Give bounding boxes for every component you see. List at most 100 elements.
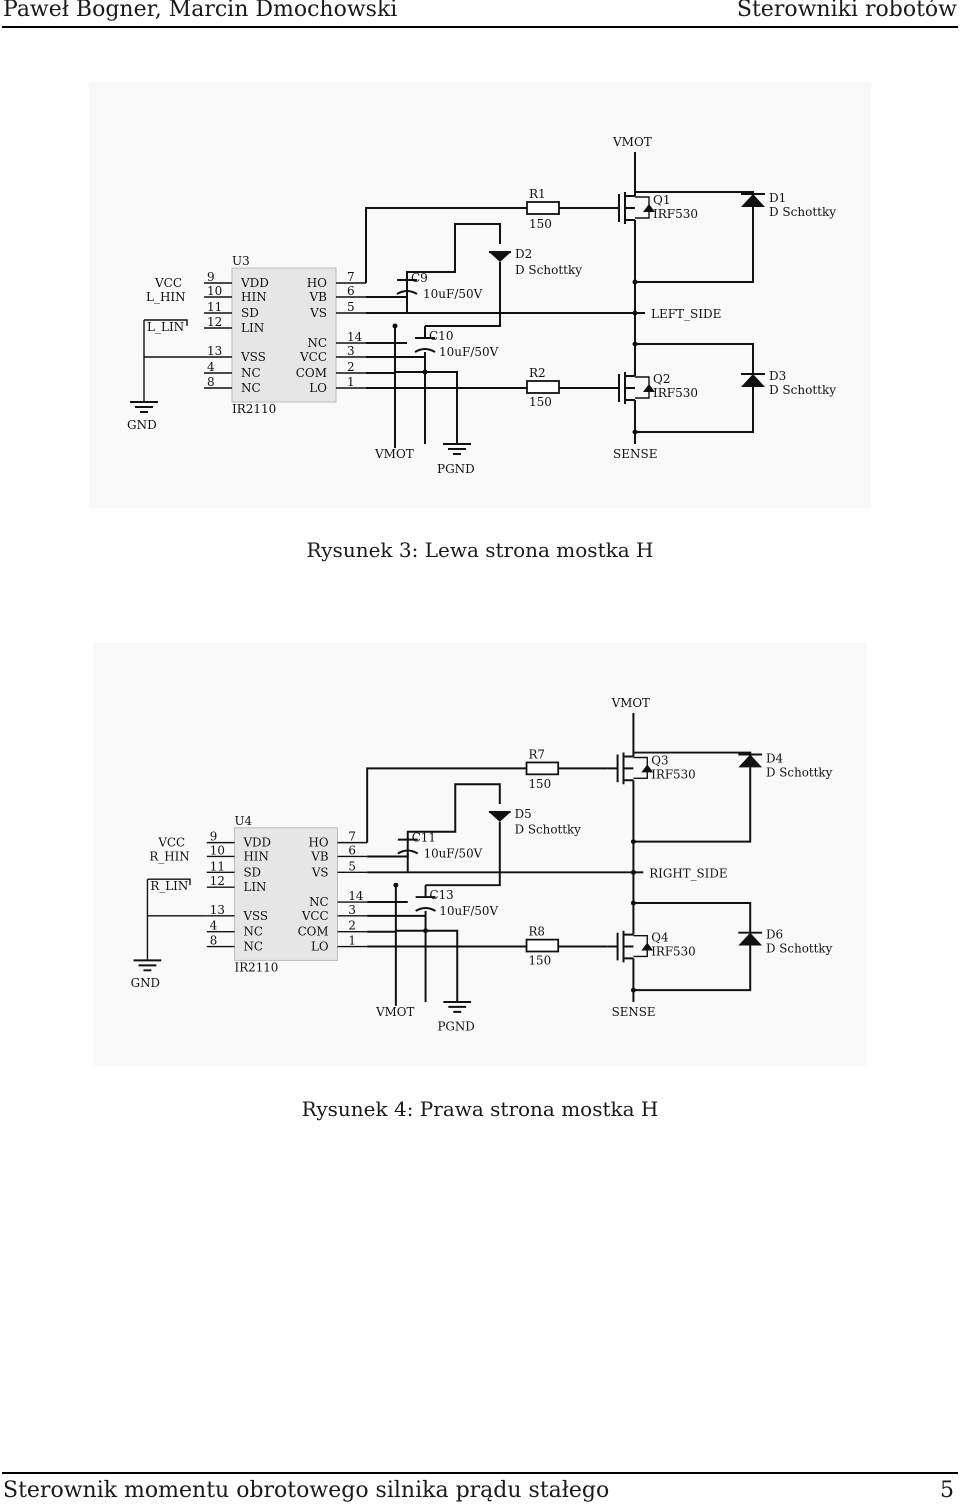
ic-driver: U3 IR2110 [204,254,366,416]
ic-part: IR2110 [235,960,279,974]
ic-pin-name: VS [311,865,329,879]
ic-part: IR2110 [232,402,276,416]
ic-pin-name: VCC [301,909,329,923]
ic-pin-number: 5 [348,859,356,873]
ic-pin-number: 7 [347,270,355,284]
power-stage: VMOT Q1 IRF530 D1 D Schottky LEFT_SIDE Q… [609,135,836,461]
ic-pin-number: 4 [210,919,218,933]
ic-pin-name: VDD [240,276,269,290]
gnd-label: GND [127,418,157,432]
ic-pin-name: LIN [241,321,264,335]
ic-pin-name: COM [298,925,329,939]
ic-pin-name: HO [307,276,327,290]
d-boot-ref: D5 [515,807,532,821]
ic-pin-number: 2 [348,919,356,933]
ic-pin-number: 14 [347,330,363,344]
figure-caption: Rysunek 4: Prawa strona mostka H [301,1097,659,1121]
r-bot-ref: R8 [528,925,544,939]
sense-label: SENSE [612,1005,656,1019]
ic-ref: U4 [235,814,253,828]
ic-pin-number: 3 [347,344,355,358]
c-vcc-ref: C10 [429,329,453,343]
ic-pin-name: VB [310,849,328,863]
ic-pin-name: NC [241,366,261,380]
ic-pin-number: 10 [210,844,225,858]
ic-pin-number: 6 [347,284,355,298]
ic-pin-name: NC [243,925,262,939]
c-vcc-value: 10uF/50V [439,904,498,918]
vmot-bottom-label: VMOT [375,1005,414,1019]
vmot-bottom-label: VMOT [374,447,414,461]
ic-pin-number: 2 [347,360,355,374]
sense-label: SENSE [613,447,657,461]
net-vcc-label: VCC [154,276,182,290]
d-bot-part: D Schottky [766,941,833,955]
net-hin-label: R_HIN [149,849,189,863]
r-top-value: 150 [528,777,551,791]
vmot-top-label: VMOT [612,135,652,149]
ic-pin-name: VB [309,290,328,304]
ic-pin-name: SD [243,865,261,879]
ic-pin-name: HIN [241,290,267,304]
ic-pin-number: 13 [210,903,225,917]
ic-pin-name: SD [241,306,259,320]
c-boot-value: 10uF/50V [424,846,483,860]
ic-pin-number: 1 [348,934,356,948]
side-net-label: LEFT_SIDE [651,307,721,321]
header-rule [2,26,958,28]
d-bot-ref: D3 [769,369,786,383]
gate-drive: R7 150 R8 150 [366,747,608,967]
ic-pin-number: 1 [347,375,355,389]
ic-pin-number: 14 [348,889,363,903]
r-top-value: 150 [529,217,552,231]
r-top-ref: R1 [529,187,546,201]
ic-pin-number: 12 [207,315,222,329]
ic-pin-name: LO [309,381,327,395]
q-top-part: IRF530 [651,767,695,781]
gate-drive: R1 150 R2 150 [365,187,609,409]
q-top-ref: Q3 [651,753,668,767]
ic-pin-number: 3 [348,903,356,917]
figure-caption: Rysunek 3: Lewa strona mostka H [306,538,654,562]
d-top-part: D Schottky [769,205,836,219]
q-bot-part: IRF530 [651,944,695,958]
footer-rule [2,1472,958,1474]
c-vcc-value: 10uF/50V [439,345,499,359]
r-top-ref: R7 [528,747,544,761]
ic-pin-number: 11 [207,300,222,314]
d-boot-part: D Schottky [515,823,582,837]
ic-pin-number: 11 [210,859,225,873]
r-bot-value: 150 [529,395,552,409]
c-boot-ref: C9 [411,271,428,285]
ic-pin-number: 8 [210,934,218,948]
d-top-ref: D4 [766,751,783,765]
page-header: Paweł Bogner, Marcin Dmochowski Sterowni… [0,0,960,28]
pgnd-label: PGND [437,462,475,476]
ic-pin-name: VCC [299,350,327,364]
ic-driver: U4 IR2110 [206,814,368,974]
c-vcc-ref: C13 [430,888,454,902]
input-nets: VCC R_HIN R_LIN GND [131,836,207,990]
vmot-top-label: VMOT [611,696,650,710]
pgnd-label: PGND [437,1020,474,1034]
ic-pin-name: VSS [242,909,268,923]
net-hin-label: L_HIN [146,290,186,304]
q-bot-ref: Q4 [651,931,668,945]
net-lin-label: R_LIN [150,879,188,893]
ic-pin-name: HIN [243,849,268,863]
d-top-ref: D1 [769,191,786,205]
ic-pin-number: 4 [207,360,215,374]
input-nets: VCC L_HIN L_LIN GND [127,276,204,432]
q-top-ref: Q1 [653,193,670,207]
ic-pin-name: NC [309,895,328,909]
power-stage: VMOT Q3 IRF530 D4 D Schottky RIGHT_SIDE … [607,696,833,1019]
ic-pin-name: VDD [242,836,271,850]
net-vcc-label: VCC [157,836,185,850]
ic-pin-number: 13 [207,344,222,358]
bootstrap-network: C9 10uF/50V D2 D Schottky [366,223,635,327]
page-number: 5 [940,1478,954,1503]
net-lin-label: L_LIN [147,320,184,334]
